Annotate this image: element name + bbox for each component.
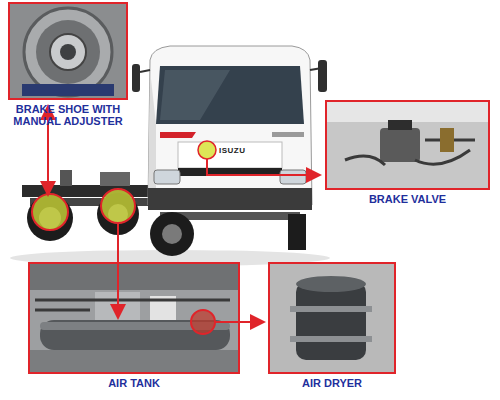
photo-frame: [268, 262, 396, 374]
brand-label: ISUZU: [219, 146, 246, 155]
photo-callout: BRAKE VALVE: [325, 100, 490, 205]
photo-callout: AIR DRYER: [268, 262, 396, 389]
photo-callout: BRAKE SHOE WITH MANUAL ADJUSTER: [8, 2, 128, 127]
part-label: AIR TANK: [28, 377, 240, 389]
part-label: BRAKE SHOE WITH MANUAL ADJUSTER: [8, 103, 128, 127]
part-label: AIR DRYER: [268, 377, 396, 389]
part-label: BRAKE VALVE: [325, 193, 490, 205]
photo-callout: AIR TANK: [28, 262, 240, 389]
photo-frame: [325, 100, 490, 190]
photo-frame: [28, 262, 240, 374]
photo-frame: [8, 2, 128, 100]
